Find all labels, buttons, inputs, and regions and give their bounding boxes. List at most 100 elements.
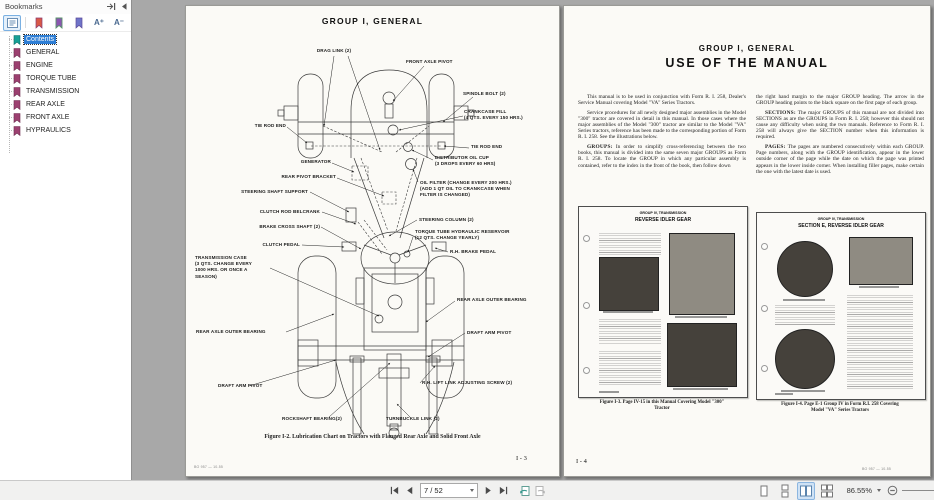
tree-stub (9, 52, 14, 53)
mini-page-2-title: SECTION E, REVERSE IDLER GEAR (798, 223, 884, 229)
next-page-button[interactable] (482, 484, 495, 498)
photo-reverse-idler-gears (849, 237, 913, 285)
collapse-panel-icon[interactable] (120, 2, 128, 11)
add-bookmark-green-button[interactable] (50, 15, 68, 31)
tree-stub (9, 117, 14, 118)
left-page-print-code: BO 957 — 10-55 (194, 465, 224, 469)
text-column-1: This manual is to be used in conjunction… (578, 94, 746, 172)
previous-view-button[interactable] (518, 484, 531, 498)
single-page-view-button[interactable] (755, 482, 773, 500)
callout-generator: GENERATOR (300, 159, 331, 164)
zoom-level-value[interactable]: 86.55% (846, 486, 872, 495)
add-bookmark-blue-button[interactable] (70, 15, 88, 31)
figure-caption-left-page: Figure I-2. Lubrication Chart on Tractor… (264, 434, 481, 440)
bookmark-item-general[interactable]: GENERAL (0, 46, 131, 59)
paragraph: PAGES: The pages are numbered consecutiv… (756, 144, 924, 175)
page-number-input[interactable] (421, 486, 466, 495)
callout-rockshaft-bearing: ROCKSHAFT BEARING(2) (282, 416, 342, 421)
tree-connector-line (9, 36, 10, 153)
tree-stub (9, 104, 14, 105)
paragraph: GROUPS: In order to simplify cross-refer… (578, 144, 746, 169)
mini-photo-caption (783, 299, 825, 301)
zoom-out-button[interactable] (886, 484, 899, 498)
mini-photo-caption (603, 311, 653, 313)
increase-text-size-button[interactable]: A⁺ (90, 15, 108, 31)
next-page-icon (485, 486, 491, 495)
bookmark-item-engine[interactable]: ENGINE (0, 59, 131, 72)
bookmark-green-icon (55, 17, 63, 29)
previous-page-button[interactable] (403, 484, 416, 498)
paragraph-lead: GROUPS: (587, 144, 613, 151)
last-page-icon (499, 486, 508, 495)
facing-view-icon (799, 485, 812, 496)
bookmark-item-rear-axle[interactable]: REAR AXLE (0, 98, 131, 111)
callout-spindle-bolt: SPINDLE BOLT (2) (463, 91, 506, 96)
bookmark-label: ENGINE (26, 62, 53, 69)
paragraph-lead: SECTIONS: (765, 109, 796, 116)
mini-page-figure-1: GROUP IV, TRANSMISSION REVERSE IDLER GEA… (578, 206, 748, 398)
add-bookmark-red-button[interactable] (30, 15, 48, 31)
first-page-icon (390, 486, 399, 495)
first-page-button[interactable] (388, 484, 401, 498)
zoom-slider[interactable] (902, 490, 934, 491)
callout-rh-brake-pedal: R.H. BRAKE PEDAL (450, 249, 497, 254)
paragraph-lead: PAGES: (765, 144, 786, 151)
bookmark-item-front-axle[interactable]: FRONT AXLE (0, 111, 131, 124)
tractor-lubrication-diagram (248, 55, 475, 439)
binder-hole (761, 365, 768, 372)
combo-caret-icon[interactable] (470, 489, 474, 492)
bookmark-ribbon-icon (13, 86, 21, 97)
last-page-button[interactable] (497, 484, 510, 498)
bookmark-label: GENERAL (26, 49, 60, 56)
bookmark-item-transmission[interactable]: TRANSMISSION (0, 85, 131, 98)
bookmark-label: TRANSMISSION (26, 88, 80, 95)
callout-draft-arm-pivot-left: DRAFT ARM PIVOT (218, 383, 263, 388)
manual-page-right: GROUP I, GENERAL USE OF THE MANUAL This … (563, 5, 931, 477)
bookmark-list-icon (6, 17, 18, 28)
paragraph-text: The pages are numbered consecutively wit… (756, 144, 924, 175)
bookmark-ribbon-icon (13, 73, 21, 84)
bookmark-item-contents[interactable]: Contents (0, 33, 131, 46)
manual-page-left: GROUP I, GENERAL (185, 5, 560, 477)
paragraph-text: In order to simplify cross-referencing b… (578, 144, 746, 169)
pin-panel-icon[interactable] (106, 2, 116, 11)
figure-1-caption: Figure I-3. Page IV-15 in this Manual Co… (599, 400, 725, 412)
zoom-dropdown-caret-icon[interactable] (877, 489, 881, 492)
tree-stub (9, 130, 14, 131)
mini-text-block (847, 295, 913, 391)
decrease-text-size-label: A⁻ (114, 17, 124, 27)
decrease-text-size-button[interactable]: A⁻ (110, 15, 128, 31)
continuous-view-icon (781, 484, 789, 497)
document-area[interactable]: GROUP I, GENERAL (132, 0, 934, 480)
mini-text-block (599, 233, 661, 255)
bookmark-list-toggle-button[interactable] (3, 14, 21, 31)
mini-text-block (775, 305, 835, 325)
photo-transmission-case (599, 257, 659, 311)
bookmark-red-icon (35, 17, 43, 29)
callout-front-axle-pivot: FRONT AXLE PIVOT (406, 59, 453, 64)
page-number-combo[interactable] (420, 483, 478, 498)
zoom-controls: 86.55% (755, 481, 934, 500)
bookmark-item-torque-tube[interactable]: TORQUE TUBE (0, 72, 131, 85)
paragraph: the right hand margin to the major GROUP… (756, 94, 924, 106)
callout-torque-tube-reservoir: TORQUE TUBE HYDRAULIC RESERVOIR (12 QTS.… (415, 229, 510, 241)
next-view-button[interactable] (533, 484, 546, 498)
callout-lift-link-adjusting-screw: R.H. LIFT LINK ADJUSTING SCREW (2) (422, 380, 513, 385)
bookmark-label: HYPRAULICS (26, 127, 71, 134)
binder-hole (761, 305, 768, 312)
photo-removing-idler-shaft (777, 241, 833, 297)
paragraph-text: The major GROUPS of this manual are not … (756, 109, 924, 141)
callout-turnbuckle-link: TURNBUCKLE LINK (2) (386, 416, 440, 421)
bookmark-ribbon-icon (13, 112, 21, 123)
facing-continuous-view-button[interactable] (818, 482, 836, 500)
continuous-view-button[interactable] (776, 482, 794, 500)
tree-stub (9, 39, 14, 40)
callout-tie-rod-end-left: TIE ROD END (254, 123, 286, 128)
facing-view-button[interactable] (796, 481, 815, 500)
text-column-2: the right hand margin to the major GROUP… (756, 94, 924, 178)
bookmarks-panel: Bookmarks (0, 0, 132, 480)
figure-2-caption: Figure I-4. Page E-1 Group IV in Form R.… (781, 402, 899, 414)
mini-page-figure-2: GROUP IV, TRANSMISSION SECTION E, REVERS… (756, 212, 926, 400)
bookmark-item-hypraulics[interactable]: HYPRAULICS (0, 124, 131, 137)
